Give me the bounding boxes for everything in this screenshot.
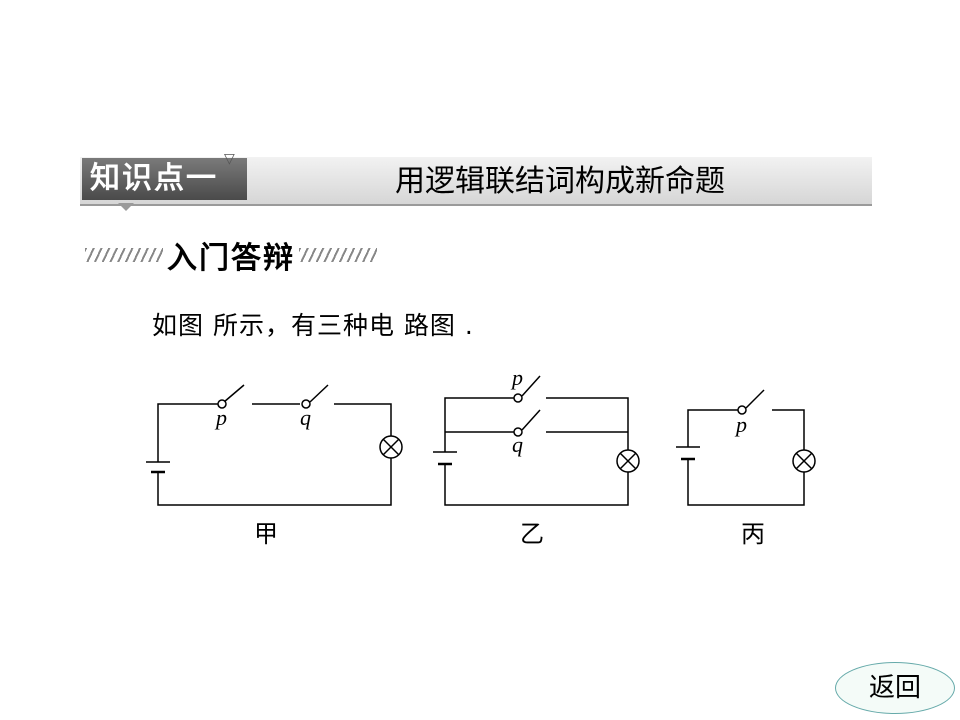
caption-bing: 丙 [741,520,765,548]
switch-q-contact [513,427,523,437]
switch-p-contact [737,405,747,415]
label-q: q [512,432,523,457]
caption-yi: 乙 [520,520,544,548]
label-p: p [734,412,747,437]
switch-p-lever [745,389,765,409]
tag-pointer-icon [118,203,134,211]
section-title: 用逻辑联结词构成新命题 [395,164,725,199]
circuit-yi [433,375,640,506]
tag-arrow-icon: ▽ [224,151,235,167]
switch-p-contact [217,399,227,409]
label-p: p [214,405,227,430]
label-q: q [300,405,311,430]
lamp-icon [616,449,640,473]
hatch-left-icon [85,248,163,262]
label-p: p [510,365,523,390]
section-tag: 知识点一 [82,158,247,200]
switch-q-lever [309,384,329,403]
sub-heading-text: 入门答辩 [167,241,295,276]
circuit-bing [676,389,816,506]
hatch-right-icon [299,248,377,262]
lamp-icon [792,449,816,473]
lamp-icon [379,435,403,459]
switch-p-contact [513,393,523,403]
back-button[interactable]: 返回 [835,662,955,714]
sub-heading: 入门答辩 [85,240,377,276]
switch-p-lever [223,384,245,403]
battery-icon [433,451,457,466]
switch-q-lever [521,409,541,431]
switch-q-contact [301,399,311,409]
intro-text: 如图 所示，有三种电 路图 . [152,311,474,340]
switch-p-lever [521,375,541,397]
caption-jia: 甲 [254,520,278,548]
battery-icon [676,446,700,461]
circuit-jia [146,384,403,506]
battery-icon [146,461,170,474]
